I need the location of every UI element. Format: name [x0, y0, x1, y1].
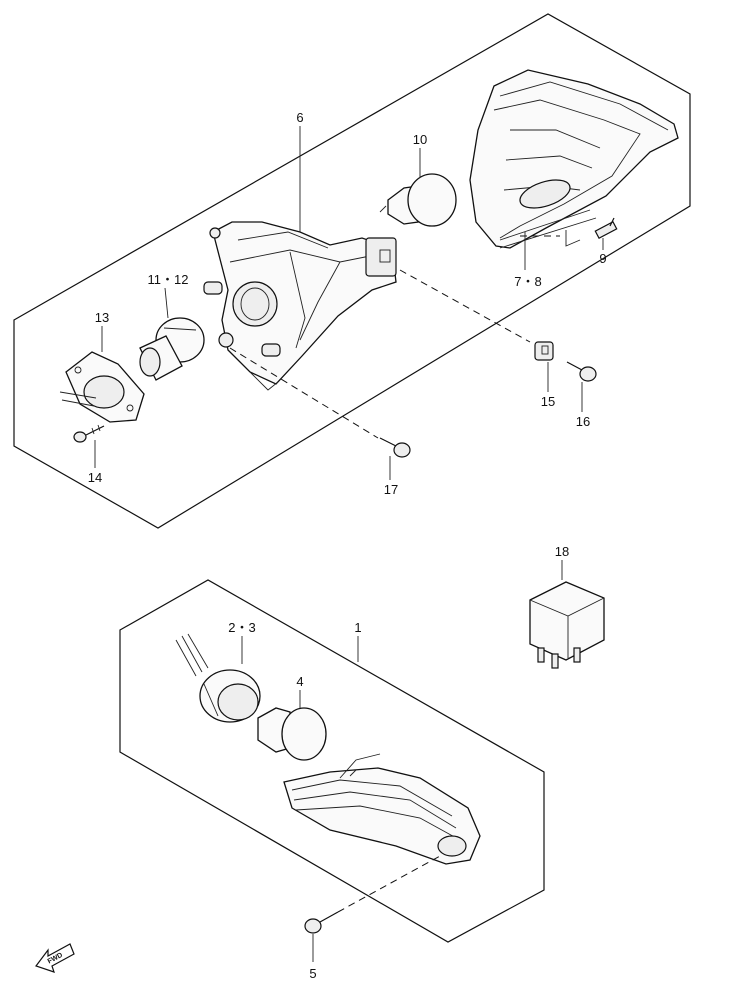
- lens-part-7-8: [469, 69, 679, 249]
- lower-leader-lines: [241, 636, 359, 962]
- label-15: 15: [541, 394, 555, 409]
- upper-leader-lines: [94, 126, 604, 480]
- screw-part-9: [594, 217, 618, 240]
- label-5: 5: [309, 966, 316, 981]
- lower-assembly-frame: [119, 579, 545, 943]
- forward-direction-arrow: FWD: [35, 943, 75, 973]
- label-2-3: 2・3: [228, 620, 255, 635]
- upper-assembly-lines: [229, 235, 560, 439]
- clip-part-15: [534, 341, 554, 361]
- screw-part-17: [379, 437, 411, 458]
- label-9: 9: [599, 251, 606, 266]
- lens-part-1: [283, 753, 481, 865]
- bulb-part-4: [257, 707, 327, 761]
- socket-part-11-12: [139, 317, 205, 381]
- upper-assembly-frame: [13, 13, 691, 529]
- label-13: 13: [95, 310, 109, 325]
- relay-part-18: 18: [529, 544, 605, 669]
- upper-part-labels: 6 10 9 7・8 11・12 13 14 15 16 17: [88, 110, 607, 497]
- bulb-part-10: [379, 173, 457, 227]
- screw-part-5: [304, 855, 441, 934]
- label-18: 18: [555, 544, 569, 559]
- screw-part-16: [566, 361, 597, 382]
- label-4: 4: [296, 674, 303, 689]
- housing-part-6: [203, 221, 397, 391]
- label-11-12: 11・12: [148, 272, 189, 287]
- label-7-8: 7・8: [514, 274, 541, 289]
- screw-part-14: [73, 424, 105, 443]
- gasket-part-13: [59, 351, 145, 423]
- label-1: 1: [354, 620, 361, 635]
- label-14: 14: [88, 470, 102, 485]
- label-10: 10: [413, 132, 427, 147]
- socket-part-2-3: [175, 633, 261, 723]
- label-6: 6: [296, 110, 303, 125]
- label-17: 17: [384, 482, 398, 497]
- lower-part-labels: 1 2・3 4 5: [228, 620, 361, 981]
- label-16: 16: [576, 414, 590, 429]
